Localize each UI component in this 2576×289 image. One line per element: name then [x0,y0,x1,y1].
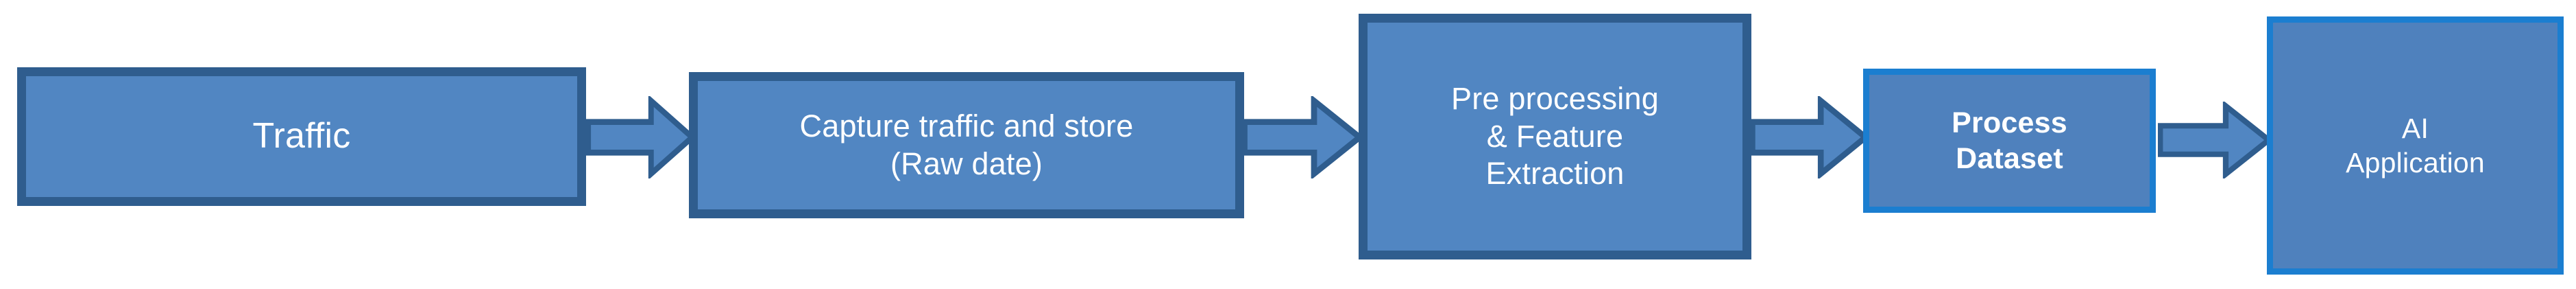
node-traffic-label: Traffic [252,116,351,157]
arrow-traffic-to-capture [586,96,694,178]
arrow-process-dataset-to-ai-application [2158,102,2271,178]
node-pre-processing-feature-extraction[interactable]: Pre processing & Feature Extraction [1359,14,1751,259]
arrow-preprocessing-to-process-dataset [1750,96,1868,178]
node-pre-processing-feature-extraction-label: Pre processing & Feature Extraction [1451,80,1659,192]
node-capture-traffic-and-store[interactable]: Capture traffic and store (Raw date) [689,72,1244,218]
node-process-dataset[interactable]: Process Dataset [1863,69,2156,213]
arrow-capture-to-preprocessing [1242,96,1362,178]
node-traffic[interactable]: Traffic [17,67,586,206]
node-ai-application[interactable]: AI Application [2267,16,2564,275]
node-process-dataset-label: Process Dataset [1952,106,2067,175]
node-ai-application-label: AI Application [2346,112,2485,178]
node-capture-traffic-and-store-label: Capture traffic and store (Raw date) [799,108,1134,181]
